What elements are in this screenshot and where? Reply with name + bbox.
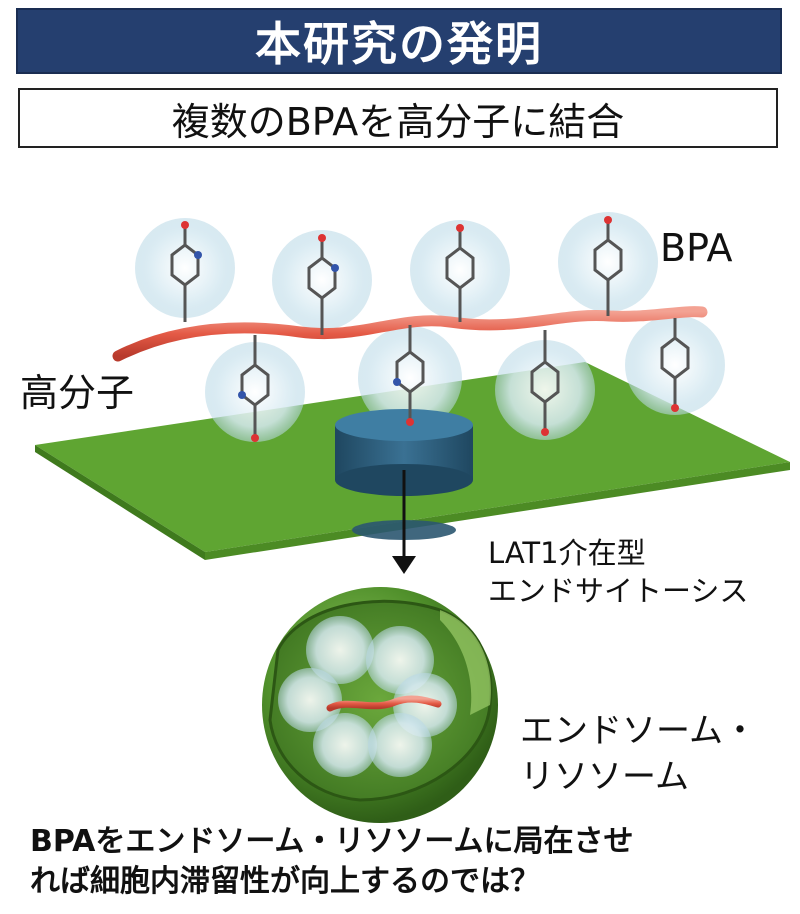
conclusion-line2: れば細胞内滞留性が向上するのでは？ [30, 864, 540, 899]
page-title: 本研究の発明 [255, 17, 543, 71]
title-banner: 本研究の発明 [16, 8, 782, 74]
transport-label-line1: LAT1介在型 [488, 536, 646, 570]
polymer-chain [112, 306, 708, 362]
bpa-sphere [495, 340, 595, 440]
polymer-label: 高分子 [20, 371, 135, 415]
bpa-molecule-group-upper [135, 212, 658, 330]
compartment-label: エンドソーム・ リソソーム [520, 708, 757, 800]
bpa-label: BPA [660, 226, 733, 270]
internalization-arrow [392, 470, 416, 574]
transport-label-line2: エンドサイトーシス [488, 574, 749, 608]
transport-label: LAT1介在型 エンドサイトーシス [488, 534, 748, 610]
conclusion-text: BPAをエンドソーム・リソソームに局在させ れば細胞内滞留性が向上するのでは？ [30, 822, 790, 902]
bpa-atoms [181, 216, 679, 442]
bpa-sphere [358, 326, 462, 430]
bpa-sphere [135, 218, 235, 318]
conclusion-line1: BPAをエンドソーム・リソソームに局在させ [30, 824, 634, 859]
bpa-sphere [625, 315, 725, 415]
subtitle-text: 複数のBPAを高分子に結合 [171, 99, 625, 144]
internalized-bpa-cluster [278, 616, 457, 777]
bpa-sphere [272, 230, 372, 330]
compartment-label-line1: エンドソーム・ [520, 711, 757, 751]
compartment-label-line2: リソソーム [520, 757, 689, 797]
internalized-polymer-chain [326, 695, 442, 712]
subtitle-box: 複数のBPAを高分子に結合 [18, 88, 778, 148]
bpa-molecule-group-lower [205, 315, 725, 442]
bpa-sphere [205, 342, 305, 442]
bpa-sphere [410, 220, 510, 320]
bpa-molecule-structures [170, 220, 690, 438]
bpa-sphere [558, 212, 658, 312]
